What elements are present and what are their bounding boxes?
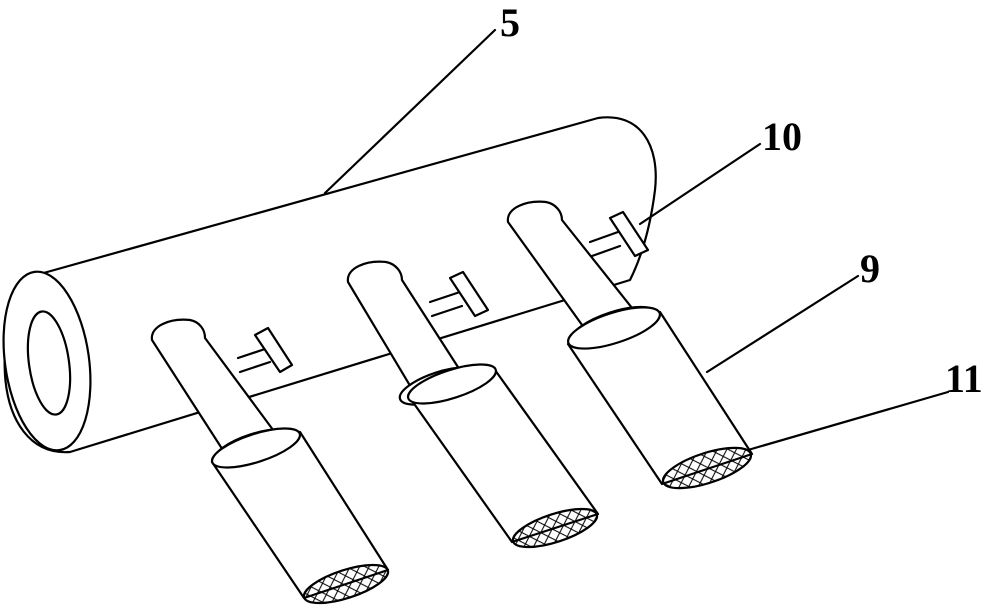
label-mesh: 11	[945, 356, 983, 401]
leader-line-10	[640, 144, 760, 224]
leader-line-11	[748, 392, 948, 450]
leader-line-9	[707, 276, 858, 372]
nozzle-assembly-2	[348, 262, 601, 555]
label-pipe: 5	[500, 0, 520, 45]
label-nozzle: 9	[860, 246, 880, 291]
label-valve: 10	[762, 114, 802, 159]
